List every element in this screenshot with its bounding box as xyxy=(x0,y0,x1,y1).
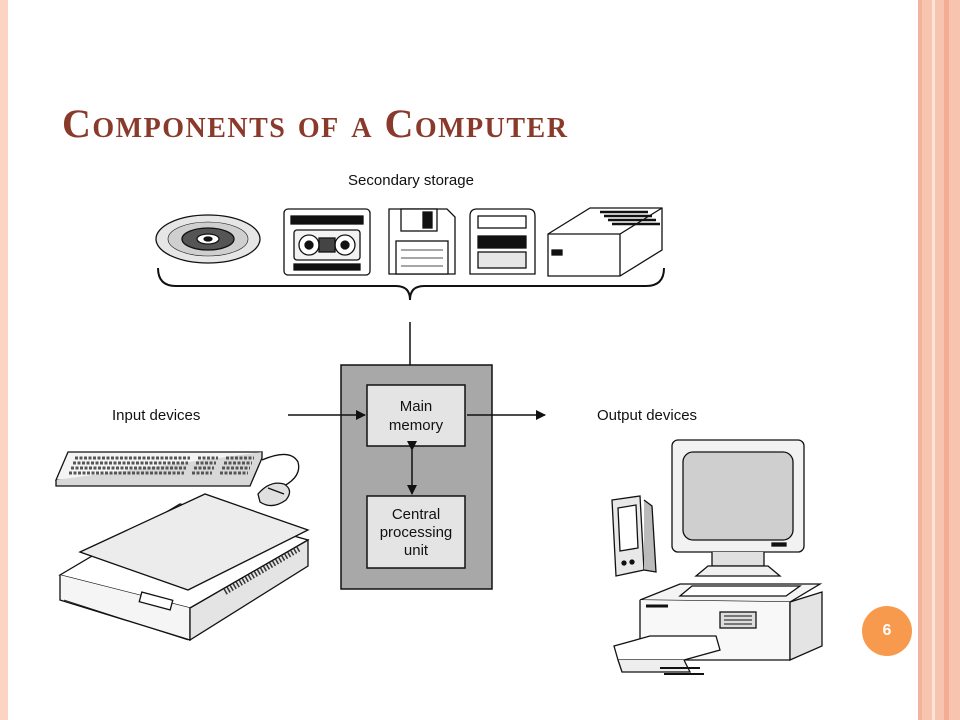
zip-disk-icon xyxy=(469,208,536,275)
right-edge-decoration xyxy=(918,0,960,720)
monitor-icon xyxy=(671,439,805,577)
output-devices-label: Output devices xyxy=(597,407,697,424)
main-memory-label-line1: Main xyxy=(400,398,433,415)
floppy-disk-icon xyxy=(388,208,456,275)
page-number-badge: 6 xyxy=(862,606,912,656)
input-devices-label: Input devices xyxy=(112,407,200,424)
left-edge-decoration xyxy=(0,0,8,720)
cpu-box xyxy=(366,495,466,569)
main-memory-label-line2: memory xyxy=(389,417,444,434)
printer-icon xyxy=(613,583,823,675)
cpu-label-line3: unit xyxy=(404,542,429,559)
cd-disc-icon xyxy=(155,214,261,264)
cpu-label-line2: processing xyxy=(380,524,453,541)
keyboard-icon xyxy=(55,451,263,487)
scanner-icon xyxy=(58,493,310,642)
pda-icon xyxy=(611,495,657,577)
mouse-icon xyxy=(257,453,300,507)
slide-title: Components of a Computer xyxy=(62,101,569,146)
storage-brace xyxy=(157,267,665,301)
tape-cassette-icon xyxy=(283,208,371,276)
main-memory-box xyxy=(366,384,466,447)
cpu-label-line1: Central xyxy=(392,506,440,523)
external-drive-icon xyxy=(547,207,663,277)
secondary-storage-label: Secondary storage xyxy=(348,172,474,189)
